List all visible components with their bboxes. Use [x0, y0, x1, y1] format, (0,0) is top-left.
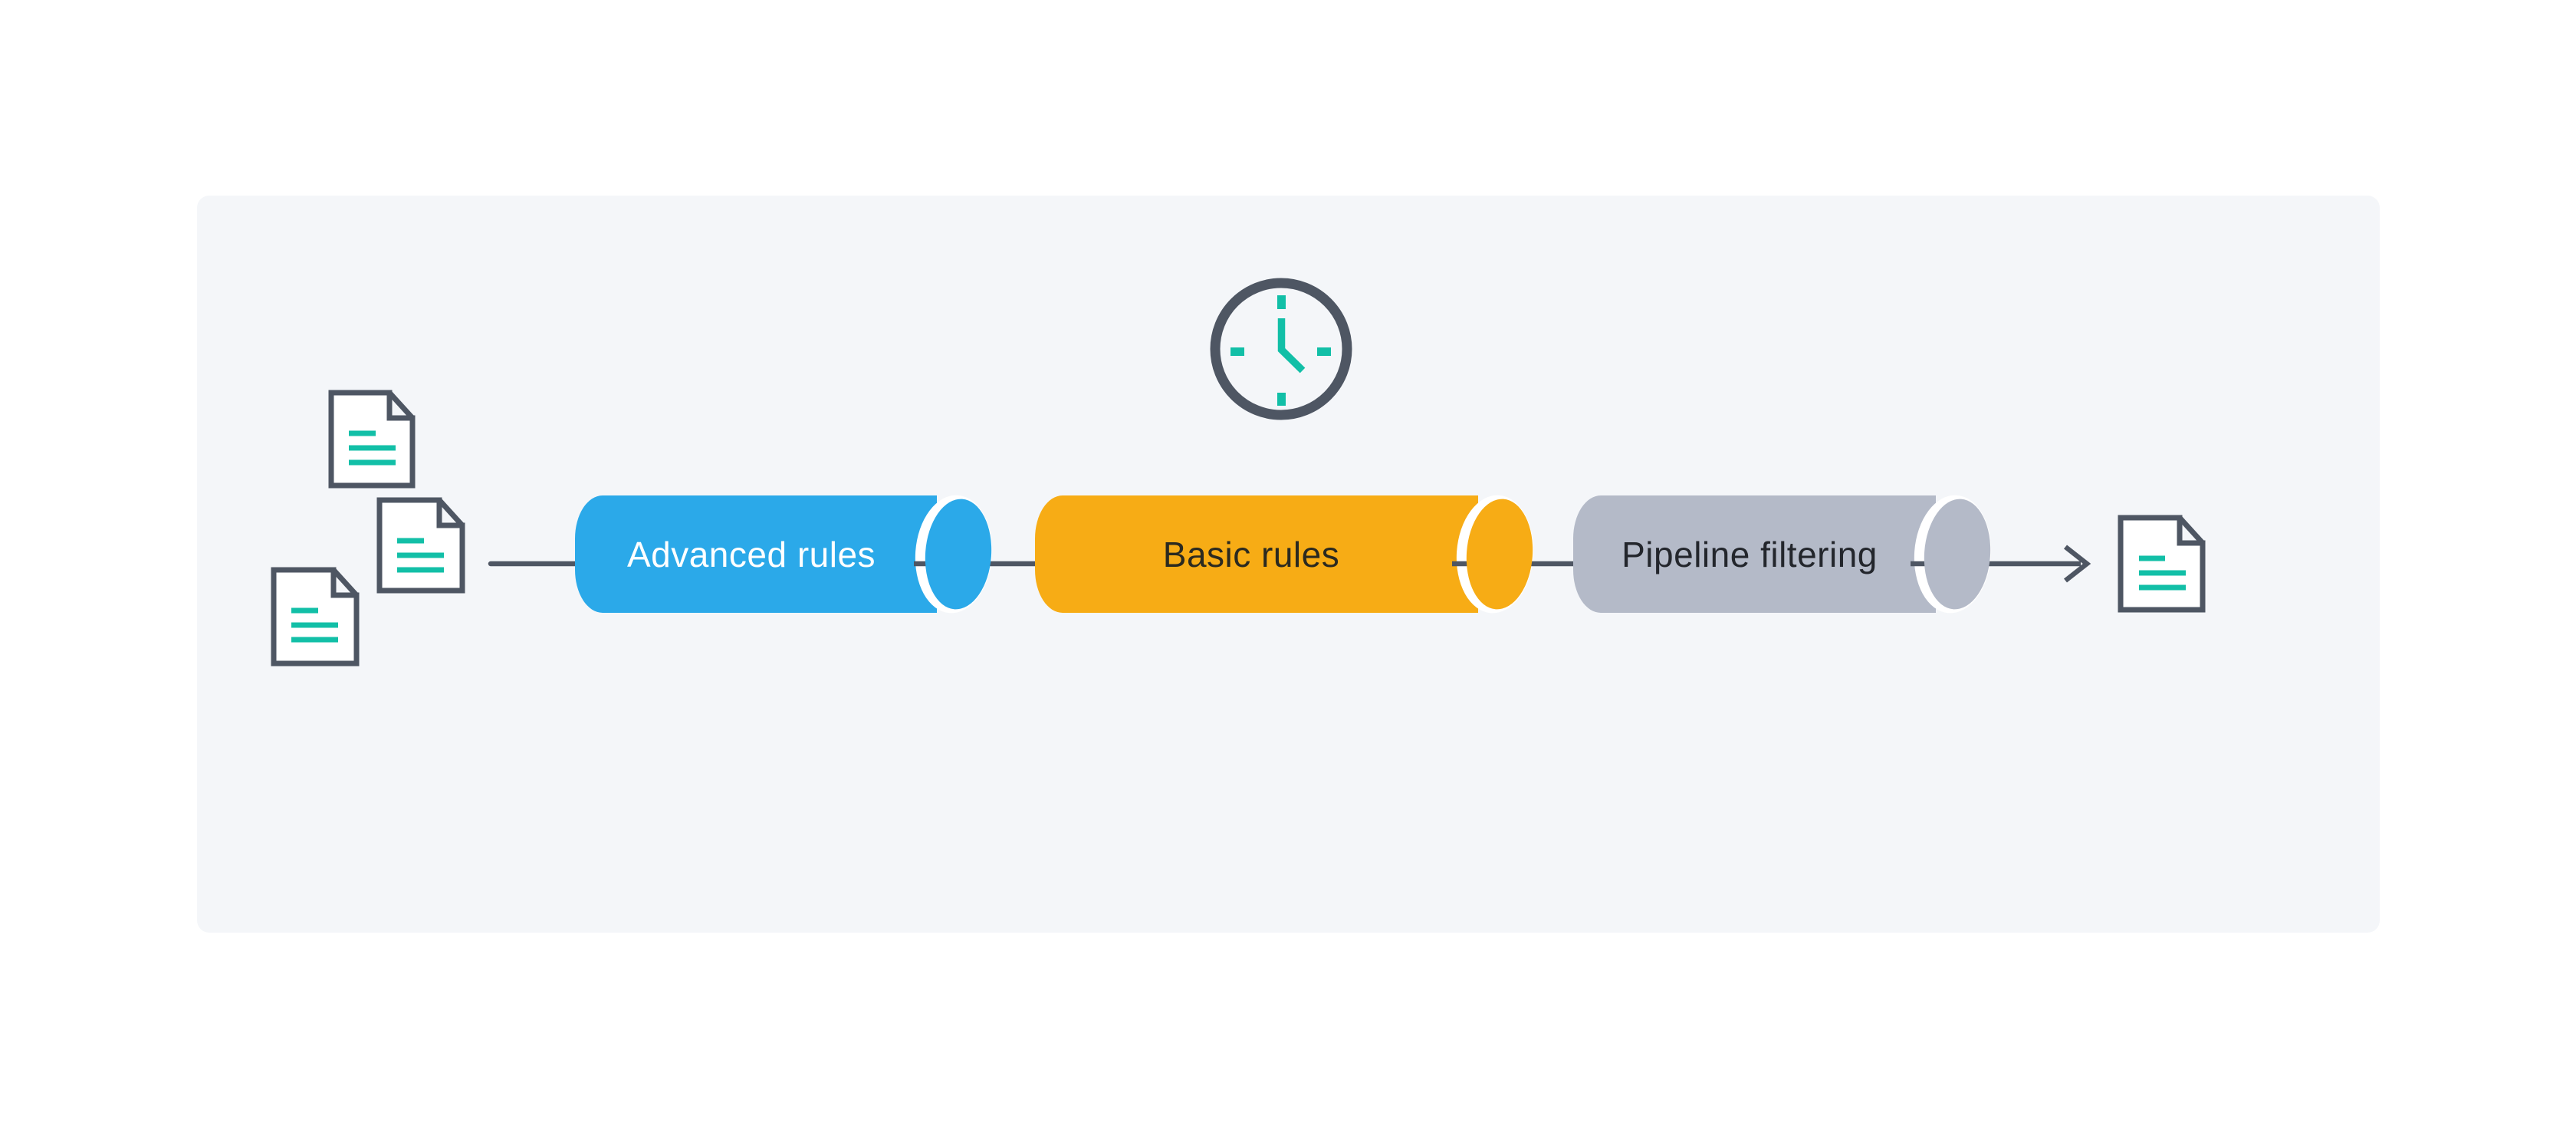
- cylinder-body: [1035, 495, 1478, 613]
- document-text-lines: [397, 538, 444, 573]
- clock-icon: [1210, 278, 1352, 420]
- document-fold: [331, 568, 359, 597]
- document-text-lines: [349, 430, 396, 466]
- stage-label-pipeline-filtering: Pipeline filtering: [1622, 535, 1878, 574]
- cylinder-cap: [1924, 499, 1991, 610]
- document-fold: [2177, 515, 2205, 545]
- stage-pipeline-filtering: Pipeline filtering: [1573, 495, 2081, 614]
- cylinder-cap: [1466, 499, 1533, 610]
- document-icon-output: [2118, 515, 2206, 613]
- clock-ticks: [1230, 295, 1331, 406]
- document-text-lines: [2139, 555, 2186, 591]
- stage-label-advanced-rules: Advanced rules: [627, 535, 876, 574]
- document-icon-input-2: [376, 497, 465, 594]
- arrowhead-icon: [2063, 545, 2091, 583]
- cylinder-body: [1573, 495, 1936, 613]
- cylinder-cap: [925, 499, 992, 610]
- cylinder-body: [575, 495, 937, 613]
- stage-basic-rules: Basic rules: [1035, 495, 1576, 614]
- document-icon-input-1: [328, 390, 416, 489]
- document-fold: [387, 390, 415, 420]
- document-icon-input-3: [271, 567, 360, 667]
- stage-advanced-rules: Advanced rules: [575, 495, 1037, 614]
- stage-label-basic-rules: Basic rules: [1163, 535, 1339, 574]
- document-fold: [437, 498, 465, 528]
- clock-hands: [1277, 318, 1306, 374]
- document-text-lines: [291, 607, 338, 643]
- clock-face: [1210, 278, 1352, 420]
